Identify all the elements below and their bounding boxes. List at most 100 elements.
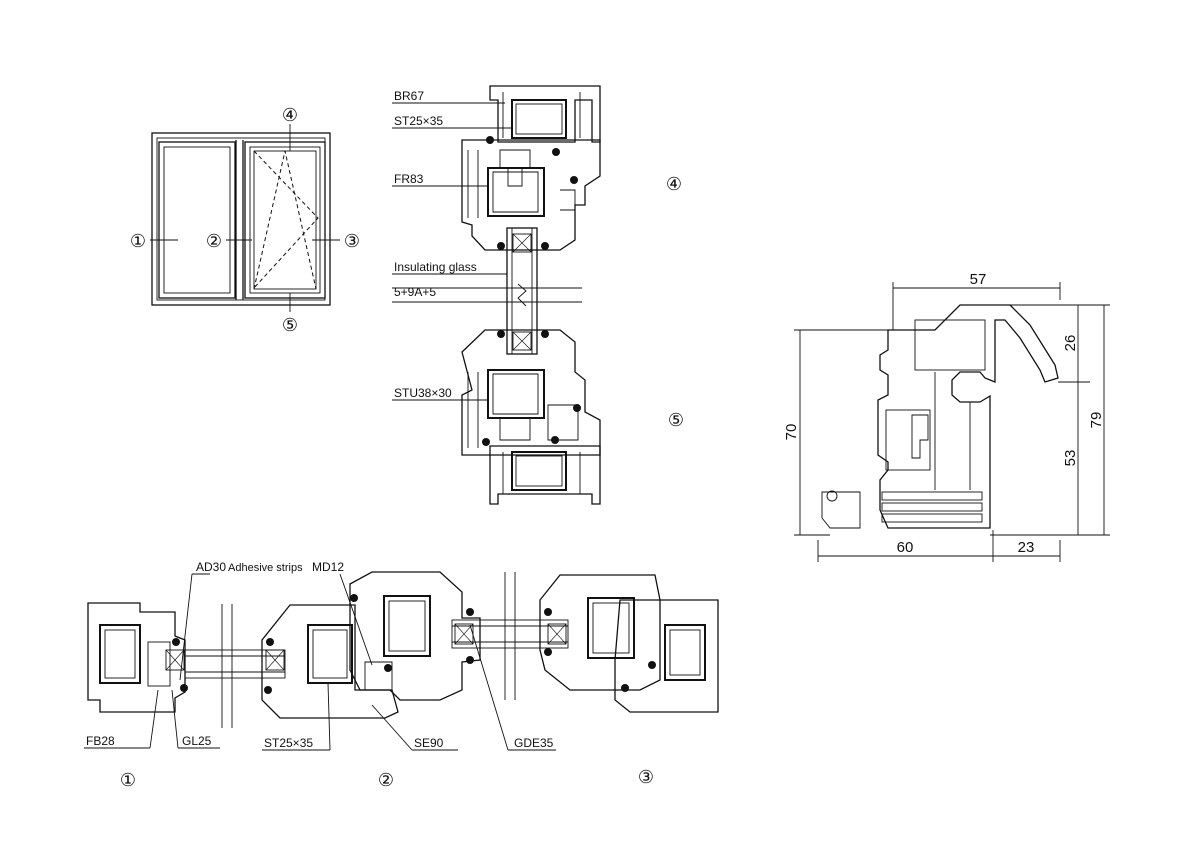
label-se90: SE90 (414, 736, 444, 750)
sash-spacer-right (547, 623, 567, 645)
left-frame-chamber (147, 641, 171, 687)
horizontal-section: AD30 Adhesive strips MD12 FB28 GL25 ST25… (84, 560, 719, 790)
label-gl25: GL25 (182, 734, 212, 748)
leader-md12 (339, 573, 373, 666)
elevation-marker-2: ② (206, 231, 222, 251)
fixed-glass-unit (184, 649, 286, 679)
profile-middle-chamber (885, 409, 931, 471)
profile-detail: 57 26 53 79 70 60 23 (783, 271, 1110, 562)
section-marker-2: ② (378, 770, 394, 790)
label-fr83: FR83 (394, 172, 424, 186)
sash-glass-unit (451, 619, 569, 649)
label-st2535-horizontal: ST25×35 (264, 736, 313, 750)
top-frame-steel-inner (515, 103, 563, 135)
right-sash-seal-3 (648, 661, 656, 669)
right-frame-steel-inner (669, 629, 701, 676)
left-frame-steel-inner (104, 629, 136, 679)
section-marker-5: ⑤ (668, 410, 684, 430)
turn-indicator-lines (253, 150, 319, 289)
seal-top-2 (552, 148, 560, 156)
right-sash-seal-2 (544, 648, 552, 656)
elevation-marker-1: ① (130, 231, 146, 251)
right-sash-seal-1 (544, 608, 552, 616)
label-st2535-vertical: ST25×35 (394, 114, 443, 128)
mullion-glass-seal-top (266, 638, 274, 646)
spacer-bottom (512, 331, 532, 351)
spacer-top (512, 233, 532, 253)
bottom-sash-hardware-groove (499, 417, 531, 441)
profile-hardware-groove (911, 414, 929, 459)
leader-gl25 (171, 689, 179, 749)
seal-glass-bottom-right (541, 330, 549, 338)
sash-seal-1 (350, 594, 358, 602)
bottom-frame-steel-inner (515, 455, 563, 487)
seal-bottom-3 (482, 438, 490, 446)
top-sash-steel-reinforcement (487, 167, 545, 217)
left-frame-profile (87, 602, 186, 713)
bottom-frame-outer (489, 445, 601, 505)
profile-nose (821, 491, 861, 529)
dim-bottom-right: 23 (1018, 539, 1035, 556)
right-frame-seal (621, 684, 629, 692)
glass-break-zigzag (517, 283, 527, 307)
insulating-glass-unit (506, 227, 538, 355)
elevation-marker-4: ④ (282, 105, 298, 125)
section-marker-3: ③ (638, 767, 654, 787)
leader-ad30 (179, 573, 193, 681)
top-frame-outer (489, 85, 601, 143)
section-marker-4: ④ (666, 174, 682, 194)
fixed-pane-frame (158, 141, 236, 299)
right-frame-steel (664, 624, 706, 681)
sash-spacer-right-hatch-2 (547, 623, 567, 645)
dim-bottom-left: 60 (897, 539, 914, 556)
sash-inner-edge (249, 146, 321, 294)
dim-upper-height: 26 (1062, 335, 1079, 352)
profile-nose-seal-groove (826, 490, 838, 502)
seal-glass-top-left (497, 242, 505, 250)
sash-seal-2 (384, 664, 392, 672)
label-gde35: GDE35 (514, 736, 554, 750)
sash-glass-seal-bottom (466, 656, 474, 664)
bottom-frame-steel-reinforcement (511, 451, 567, 491)
label-ad30: AD30 (196, 560, 226, 574)
sash-glass (253, 150, 317, 290)
mullion-profile (261, 604, 399, 719)
label-glass-spec: 5+9A+5 (394, 285, 436, 299)
seal-glass-bottom-left (497, 330, 505, 338)
middle-left-spacer-hatch-2 (265, 649, 285, 671)
opening-sash-profile (349, 571, 481, 701)
label-br67: BR67 (394, 89, 424, 103)
top-sash-steel-inner (492, 171, 539, 213)
leader-st2535-horizontal (327, 682, 331, 751)
mullion-glass-seal-bottom (264, 686, 272, 694)
dim-lower-height: 53 (1062, 450, 1079, 467)
profile-bottom-chamber-3 (881, 513, 983, 523)
spacer-top-hatch-2 (512, 233, 532, 253)
mullion-steel-inner (312, 629, 348, 679)
left-spacer (165, 649, 185, 671)
seal-top-1 (486, 136, 494, 144)
sash-steel (383, 595, 431, 657)
sash-spacer-left-hatch-2 (454, 623, 474, 645)
top-sash-hardware-groove (499, 149, 531, 187)
leader-gde35 (469, 624, 509, 751)
label-fb28: FB28 (86, 734, 115, 748)
elevation-marker-3: ③ (344, 231, 360, 251)
top-frame-steel-reinforcement (511, 99, 567, 139)
bottom-sash-profile (461, 329, 601, 456)
outer-frame (151, 132, 331, 306)
label-md12: MD12 (312, 560, 344, 574)
leader-fb28 (149, 689, 159, 749)
seal-bottom-1 (573, 404, 581, 412)
right-sash-steel (587, 597, 635, 659)
window-elevation: ④ ① ② ③ ⑤ (130, 105, 360, 335)
bottom-sash-steel-reinforcement (487, 369, 545, 419)
sash-steel-inner (388, 600, 426, 652)
dim-total-height-left: 70 (783, 424, 800, 441)
right-sash-profile (539, 574, 661, 691)
spacer-bottom-hatch-2 (512, 331, 532, 351)
profile-bottom-chamber-2 (881, 502, 983, 512)
top-sash-inner-chamber (560, 189, 576, 211)
label-adhesive-strips: Adhesive strips (228, 562, 303, 574)
